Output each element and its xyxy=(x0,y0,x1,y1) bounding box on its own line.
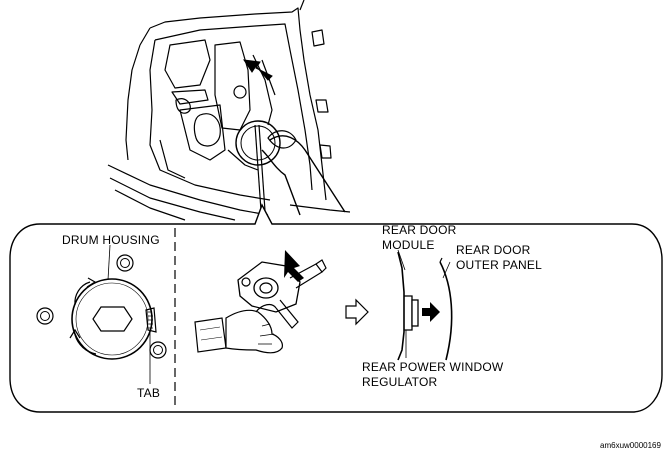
tab-label: TAB xyxy=(137,386,161,400)
hollow-arrow-icon xyxy=(345,298,369,326)
hand-arrow-icon xyxy=(284,250,304,282)
drum-housing-label: DRUM HOUSING xyxy=(62,233,160,247)
rear-door-outer-panel-label-line2: OUTER PANEL xyxy=(456,258,542,272)
rear-door-module-label-line1: REAR DOOR xyxy=(382,223,457,237)
hand-tool-icon xyxy=(194,259,327,354)
drum-housing-icon xyxy=(36,244,167,384)
rear-door-module-label-line2: MODULE xyxy=(382,238,435,252)
door-assembly-drawing xyxy=(107,0,351,221)
solid-arrow-icon xyxy=(422,302,440,322)
rear-door-outer-panel-label-line1: REAR DOOR xyxy=(456,243,531,257)
upper-arrow-icon xyxy=(242,59,273,81)
rear-power-window-regulator-label-line1: REAR POWER WINDOW xyxy=(362,360,504,374)
door-cross-section xyxy=(397,249,453,361)
detail-callout-frame xyxy=(9,203,663,413)
reference-code: am6xuw0000169 xyxy=(600,441,661,450)
rear-power-window-regulator-label-line2: REGULATOR xyxy=(362,375,438,389)
